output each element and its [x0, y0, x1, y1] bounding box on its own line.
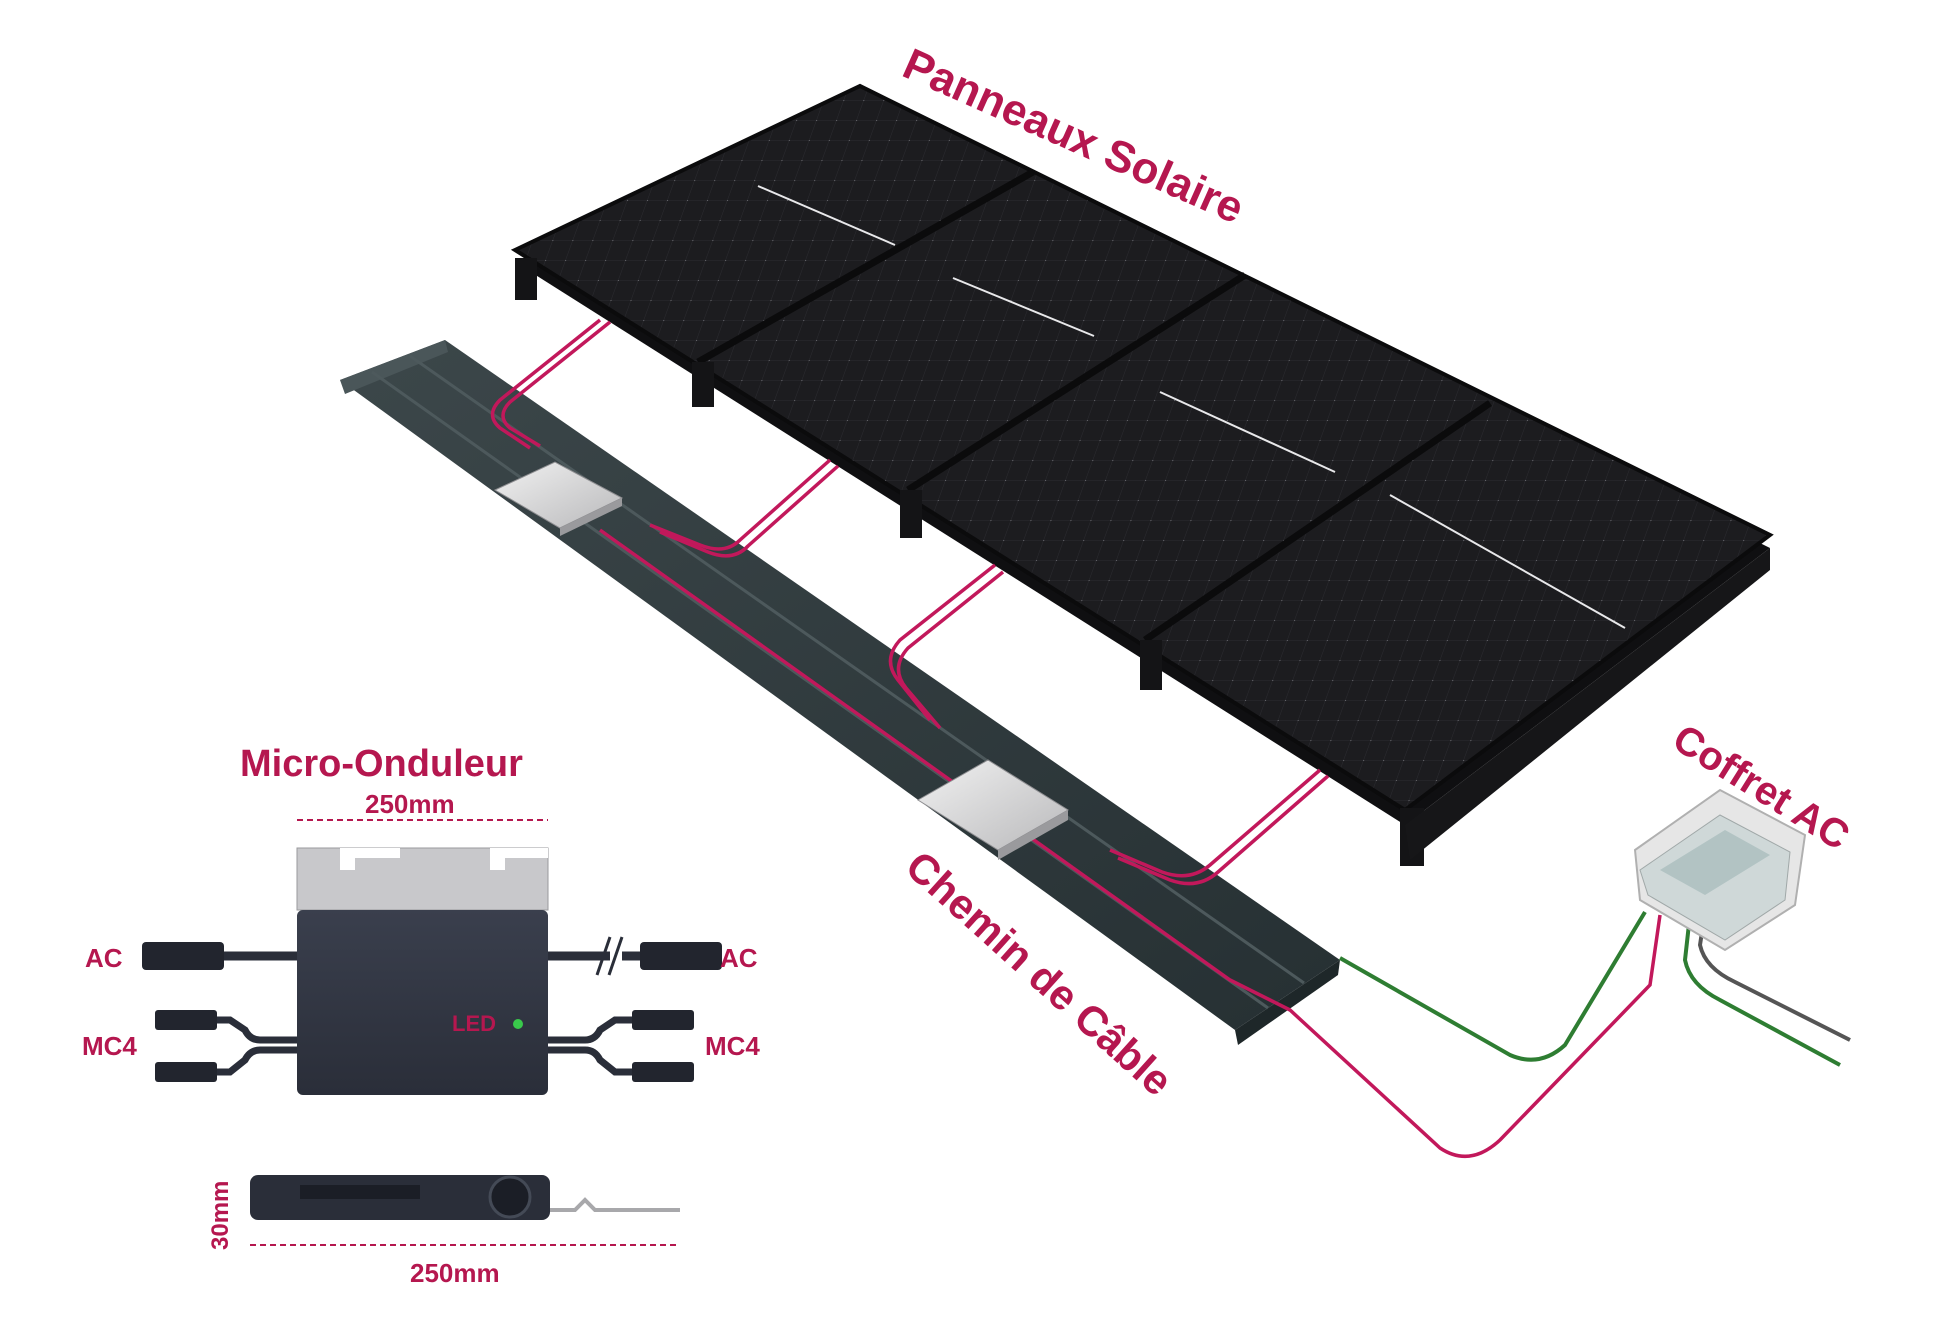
panel-dividers	[696, 168, 1492, 643]
ac-connector-left	[142, 942, 224, 970]
solar-panels	[510, 83, 1774, 866]
dc-cables	[490, 318, 1662, 1159]
ac-connector-right	[640, 942, 722, 970]
width-side-label: 250mm	[410, 1258, 500, 1288]
led-icon	[513, 1019, 523, 1029]
mc4-right-label: MC4	[705, 1031, 760, 1061]
ac-cables	[1339, 910, 1851, 1067]
mc4-connector-right-top	[632, 1010, 694, 1030]
ac-right-label: AC	[720, 943, 758, 973]
mounting-plate	[296, 847, 549, 911]
ac-left-label: AC	[85, 943, 123, 973]
tray-inverter-1	[493, 461, 624, 536]
mc4-connector-right-bottom	[632, 1062, 694, 1082]
panel-center-lines	[757, 185, 1626, 629]
width-top-label: 250mm	[365, 789, 455, 819]
mc4-connector-left-bottom	[155, 1062, 217, 1082]
inverter-detail: Micro-Onduleur 250mm LED AC AC MC4	[82, 743, 760, 1095]
inverter-body	[297, 910, 548, 1095]
height-side-label: 30mm	[207, 1181, 234, 1250]
panel-clamps	[515, 258, 1770, 866]
inverter-side-view: 250mm 30mm	[207, 1175, 680, 1288]
led-label: LED	[452, 1011, 496, 1036]
micro-inverter-title: Micro-Onduleur	[240, 743, 523, 785]
tray-inverter-2	[917, 759, 1069, 860]
mc4-connector-left-top	[155, 1010, 217, 1030]
ac-box	[1633, 788, 1807, 952]
mc4-left-label: MC4	[82, 1031, 137, 1061]
